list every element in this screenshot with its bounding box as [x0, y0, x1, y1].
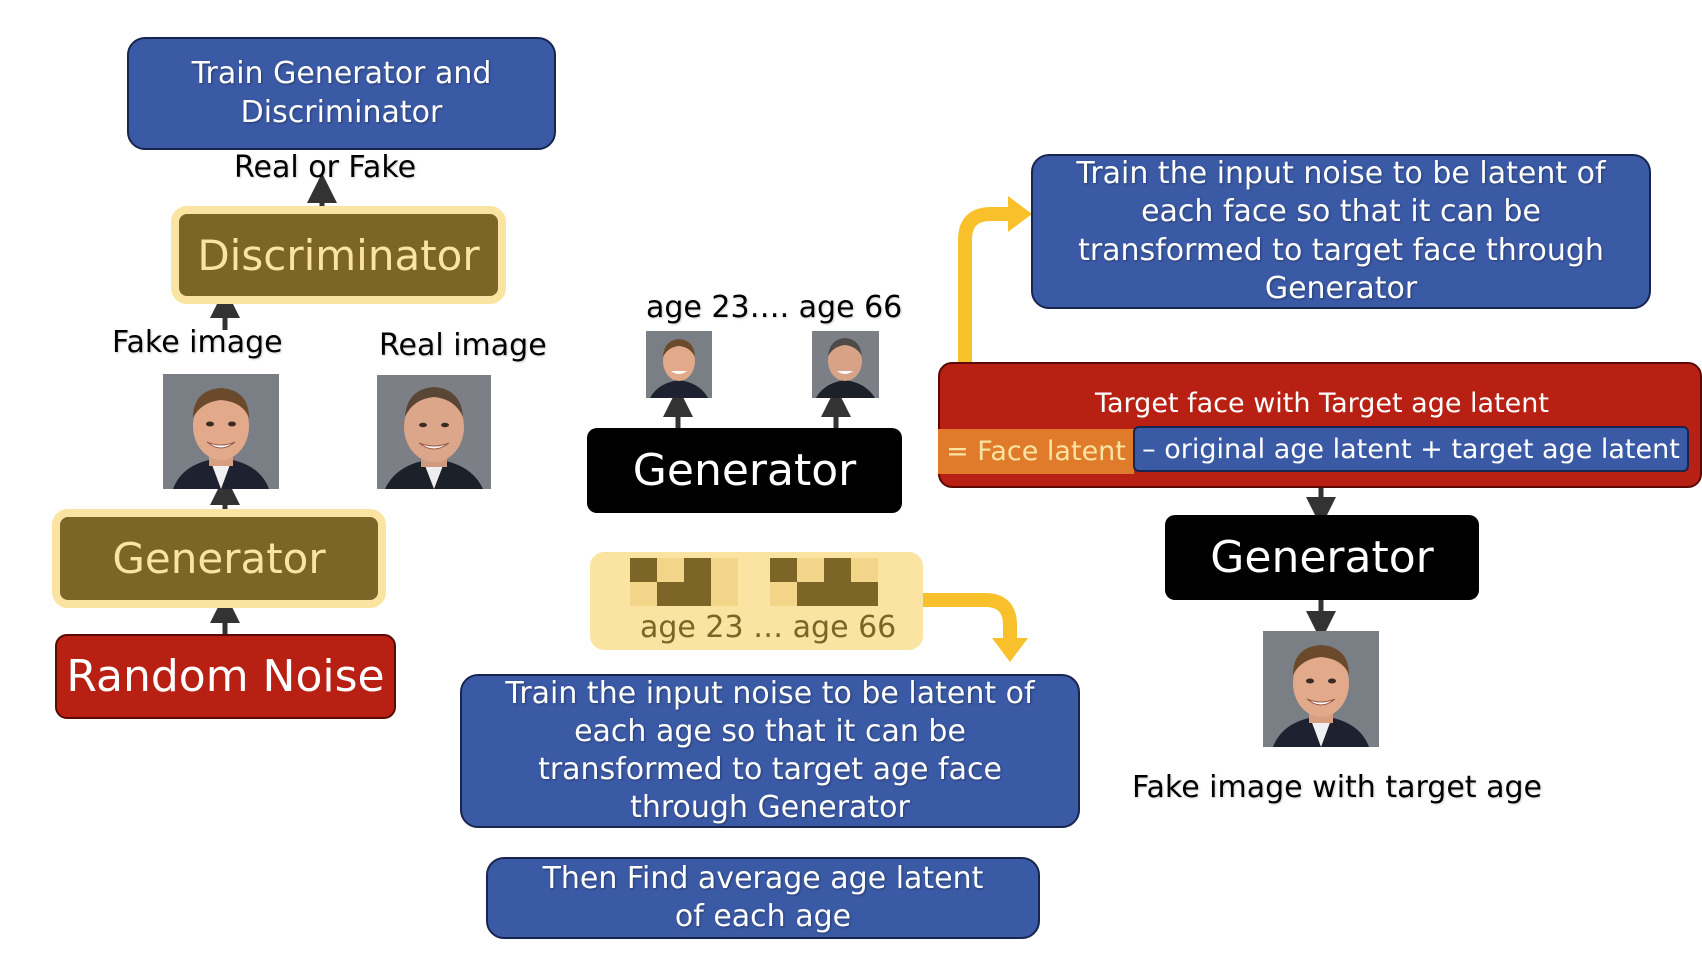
train-generator-discriminator-box: Train Generator and Discriminator [127, 37, 556, 150]
yellow-arrow-face-latent [958, 207, 1010, 430]
real-face-image [377, 375, 491, 489]
fake-face-image [163, 374, 279, 489]
yellow-arrowhead-middle [992, 638, 1028, 662]
fake-image-target-age-label: Fake image with target age [1132, 770, 1542, 805]
age-23-face-image [646, 331, 712, 398]
age-latent-formula-box: – original age latent + target age laten… [1133, 426, 1689, 472]
generator-box-right: Generator [1165, 515, 1479, 600]
target-face-latent-title: Target face with Target age latent [1094, 388, 1549, 419]
age-latent-label: age 23 … age 66 [640, 610, 897, 645]
result-face-image [1263, 631, 1379, 747]
generator-box-middle: Generator [587, 428, 902, 513]
yellow-arrow-age-latent [922, 593, 1017, 640]
fake-image-label: Fake image [112, 325, 283, 360]
age-range-label: age 23…. age 66 [646, 290, 903, 325]
age-66-face-image [812, 331, 879, 398]
age-23-latent-grid [630, 558, 738, 606]
discriminator-box: Discriminator [171, 206, 506, 304]
train-age-latent-box: Train the input noise to be latent of ea… [460, 674, 1080, 828]
age-66-latent-grid [770, 558, 878, 606]
face-latent-box: = Face latent [938, 429, 1134, 474]
real-or-fake-label: Real or Fake [234, 150, 417, 185]
age-latent-panel: age 23 … age 66 [590, 552, 923, 650]
average-age-latent-box: Then Find average age latent of each age [486, 857, 1040, 939]
real-image-label: Real image [379, 328, 547, 363]
yellow-arrowhead-top [1008, 196, 1032, 232]
generator-box-left: Generator [52, 509, 386, 608]
random-noise-box: Random Noise [55, 634, 396, 719]
train-face-latent-box: Train the input noise to be latent of ea… [1031, 154, 1651, 309]
